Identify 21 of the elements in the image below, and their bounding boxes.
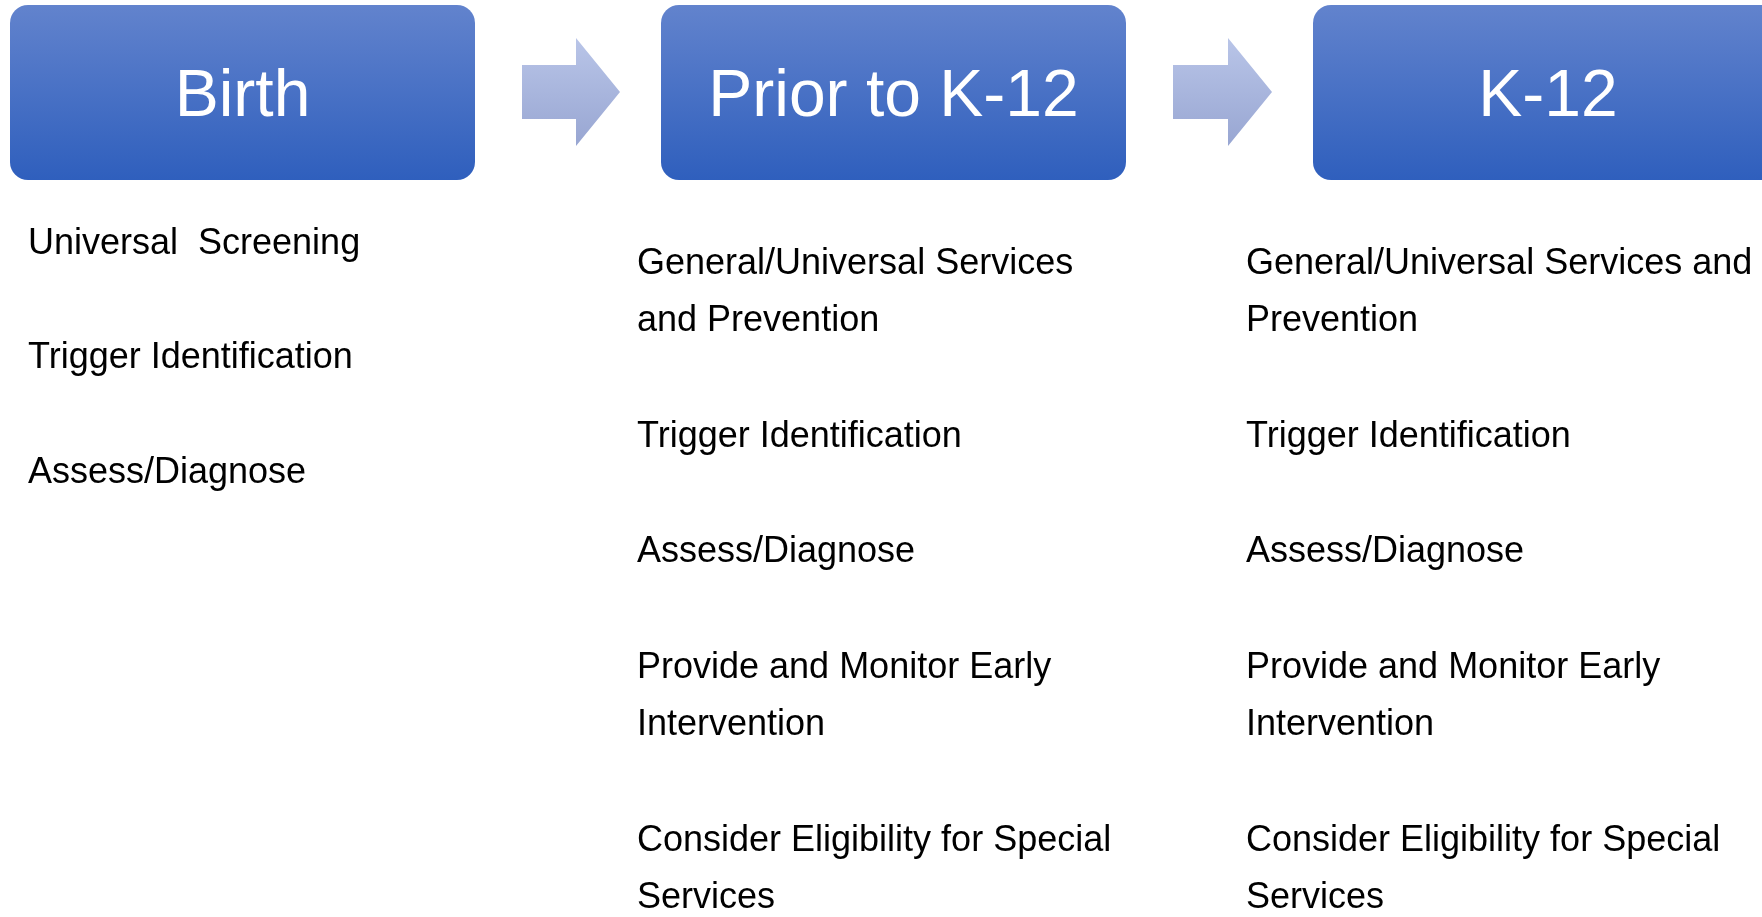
step-text: Provide and Monitor Early Intervention (1246, 644, 1662, 745)
stage-title: Prior to K-12 (708, 54, 1079, 131)
step-text: Consider Eligibility for Special Services (1246, 817, 1722, 917)
step-text: Universal Screening (28, 220, 362, 264)
step-text: Consider Eligibility for Special Services (637, 817, 1113, 917)
step-text: Trigger Identification (28, 334, 354, 378)
step-text: General/Universal Services and Prevention (1246, 240, 1754, 341)
step-text: Trigger Identification (1246, 413, 1572, 457)
stage-box (10, 5, 475, 180)
stage-title: K-12 (1478, 54, 1618, 131)
stage-title: Birth (174, 54, 311, 131)
step-text: Assess/Diagnose (637, 528, 917, 572)
block-arrow (1173, 38, 1272, 146)
stage-box (661, 5, 1126, 180)
step-text: Provide and Monitor Early Intervention (637, 644, 1053, 745)
block-arrow (522, 38, 620, 146)
step-text: Assess/Diagnose (1246, 528, 1526, 572)
step-text: Trigger Identification (637, 413, 963, 457)
step-text: Assess/Diagnose (28, 449, 308, 493)
step-text: General/Universal Services and Prevention (637, 240, 1075, 341)
stage-box (1313, 5, 1762, 180)
